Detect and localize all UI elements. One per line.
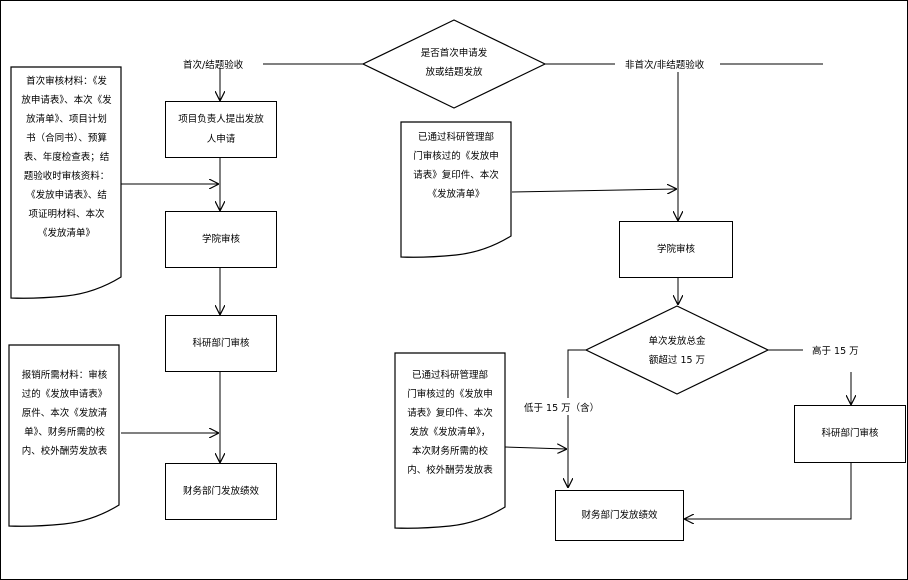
right-doc-1-line: 《发放清单》 [427,189,485,200]
left-doc-1-line: 首次审核材料：《发 [26,76,107,87]
right-finance-box: 财务部门发放绩效 [555,490,684,541]
left-finance-box: 财务部门发放绩效 [165,463,277,520]
apply-box-line2: 人申请 [206,133,236,145]
left-research-review-box: 科研部门审核 [165,315,277,372]
left-college-review-box: 学院审核 [165,211,277,268]
apply-box: 项目负责人提出发放 人申请 [165,101,277,158]
right-doc-2-line: 门审核过的《发放申 [407,389,493,400]
right-doc-2-shape [394,352,506,529]
right-branch-label: 非首次/非结题验收 [625,60,705,71]
high-branch-label: 高于 15 万 [812,346,859,357]
decision-diamond-amount [584,305,770,395]
right-doc-1-shape [400,121,512,258]
right-research-review-box: 科研部门审核 [794,405,906,463]
left-doc-1-text: 首次审核材料：《发 放申请表》、本次《发 放清单》、项目计划 书（合同书）、预算… [14,72,119,243]
left-doc-1-line: 《发放清单》 [37,228,95,239]
left-doc-2-shape [8,344,120,527]
right-doc-2-line: 发放《发放清单》， [409,427,491,438]
decision-diamond-main [361,19,547,109]
left-doc-1-line: 书（合同书）、预算 [26,133,107,144]
right-doc-2-line: 本次财务所需的校 [411,446,488,457]
decision-amount-text: 单次发放总金 额超过 15 万 [617,332,737,370]
right-doc-2-line: 内、校外酬劳发放表 [407,465,493,476]
decision-main-text: 是否首次申请发 放或结题发放 [394,44,514,82]
left-branch-label: 首次/结题验收 [183,60,244,71]
right-doc-1-line: 已通过科研管理部 [417,132,494,143]
left-doc-1-line: 放清单》、项目计划 [26,114,107,125]
left-doc-1-line: 表、年度检查表；结 [23,152,110,163]
decision-main-line1: 是否首次申请发 [420,48,488,59]
left-doc-2-line: 报销所需材料：审核 [21,370,108,381]
decision-main-line2: 放或结题发放 [425,67,483,78]
right-doc-2-text: 已通过科研管理部 门审核过的《发放申 请表》复印件、本次 发放《发放清单》， 本… [397,366,503,480]
decision-amount-line2: 额超过 15 万 [648,355,706,366]
left-doc-2-line: 单》、财务所需的校 [24,427,105,438]
low-branch-label: 低于 15 万（含） [524,403,600,414]
left-doc-2-text: 报销所需材料：审核 过的《发放申请表》 原件、本次《发放清 单》、财务所需的校 … [12,366,117,461]
decision-amount-line1: 单次发放总金 [648,336,706,347]
left-doc-1-line: 项证明材料、本次 [28,209,105,220]
apply-box-line1: 项目负责人提出发放 [178,113,264,125]
left-doc-2-line: 原件、本次《发放清 [21,408,108,419]
left-doc-2-line: 过的《发放申请表》 [21,389,108,400]
left-doc-2-line: 内、校外酬劳发放表 [21,446,108,457]
left-doc-1-line: 放申请表》、本次《发 [21,95,112,106]
left-doc-1-line: 《发放申请表》、结 [26,190,107,201]
right-college-review-box: 学院审核 [619,221,733,278]
left-doc-1-shape [10,66,122,299]
right-doc-1-line: 门审核过的《发放申 [413,151,499,162]
right-doc-2-line: 请表》复印件、本次 [407,408,493,419]
right-doc-1-line: 请表》复印件、本次 [413,170,499,181]
left-doc-1-line: 题验收时审核资料： [23,171,110,182]
right-doc-2-line: 已通过科研管理部 [411,370,488,381]
right-doc-1-text: 已通过科研管理部 门审核过的《发放申 请表》复印件、本次 《发放清单》 [403,128,509,204]
